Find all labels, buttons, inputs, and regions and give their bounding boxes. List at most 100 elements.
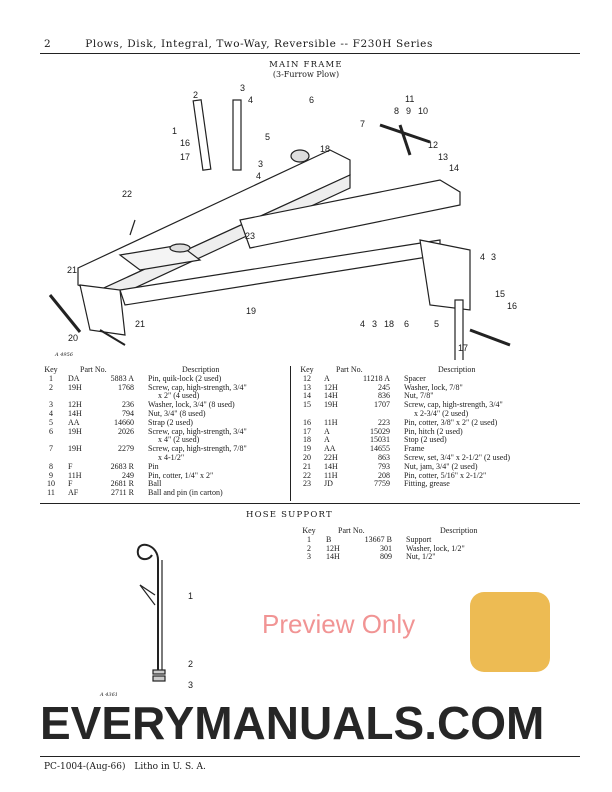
part-number: 794: [122, 408, 134, 418]
callout-13: 13: [438, 152, 449, 162]
main-frame-subtitle: (3-Furrow Plow): [272, 70, 340, 79]
part-description: Frame: [404, 444, 425, 454]
part-number: 2026: [118, 426, 134, 436]
callout-21: 21: [67, 265, 78, 275]
part-number: 2681 R: [110, 479, 134, 489]
spacer: [350, 410, 404, 419]
part-number: 2711 R: [110, 488, 134, 498]
callout-21b: 21: [135, 319, 146, 329]
part-description-cont: x 4-1/2": [158, 452, 185, 462]
callout-7: 7: [360, 119, 366, 129]
part-description: Screw, set, 3/4" x 2-1/2" (2 used): [404, 452, 510, 462]
hose-support-title: HOSE SUPPORT: [246, 510, 333, 520]
col-description: Description: [438, 365, 476, 374]
part-description: Screw, cap, high-strength, 7/8": [148, 444, 247, 454]
part-key: 4: [49, 408, 53, 418]
part-description-cont: x 4" (2 used): [158, 435, 200, 445]
part-prefix: 14H: [68, 408, 82, 418]
part-description: Stop (2 used): [404, 435, 447, 445]
callout-5b: 5: [434, 319, 440, 329]
callout-18: 18: [320, 144, 331, 154]
callout-5: 5: [265, 132, 271, 142]
part-description: Nut, 1/2": [406, 552, 436, 562]
callout-4c: 4: [360, 319, 366, 329]
part-prefix: 11H: [324, 417, 338, 427]
part-prefix: A: [324, 435, 330, 445]
part-description: Pin, cotter, 3/8" x 2" (2 used): [404, 417, 498, 427]
callout-17b: 17: [458, 343, 469, 353]
part-key: 3: [49, 400, 53, 410]
part-prefix: 11H: [324, 470, 338, 480]
part-key: 2: [49, 382, 53, 392]
callout-3: 3: [240, 83, 246, 93]
frame-drawing: [48, 99, 511, 360]
part-number: 836: [378, 391, 390, 401]
hose-callout-3: 3: [188, 680, 194, 690]
part-key: 13: [303, 382, 311, 392]
callout-1: 1: [172, 126, 178, 136]
callout-4b: 4: [256, 171, 262, 181]
part-prefix: 22H: [324, 452, 338, 462]
part-number: 11218 A: [362, 373, 390, 383]
callout-4: 4: [248, 95, 254, 105]
part-description: Ball and pin (in carton): [148, 488, 223, 498]
part-prefix: A: [324, 373, 330, 383]
part-description: Nut, jam, 3/4" (2 used): [404, 461, 478, 471]
col-part-no: Part No.: [80, 365, 107, 374]
part-number: 13667 B: [364, 534, 392, 544]
part-prefix: 12H: [324, 382, 338, 392]
main-frame-diagram: [48, 99, 511, 360]
table-row: x 4-1/2": [40, 452, 247, 463]
part-key: 2: [307, 543, 311, 553]
part-key: 21: [303, 461, 311, 471]
callout-3c: 3: [372, 319, 378, 329]
part-number: 15031: [370, 435, 390, 445]
part-key: 23: [303, 479, 311, 489]
part-prefix: AF: [68, 488, 79, 498]
part-description-cont: x 2" (4 used): [158, 391, 200, 401]
part-key: 3: [307, 552, 311, 562]
callout-17: 17: [180, 152, 191, 162]
part-key: 18: [303, 435, 311, 445]
callout-22: 22: [122, 189, 133, 199]
hose-figure-id: A 4361: [100, 692, 118, 698]
callout-4d: 4: [480, 252, 486, 262]
part-prefix: DA: [68, 373, 80, 383]
callout-16: 16: [180, 138, 191, 148]
part-key: 17: [303, 426, 311, 436]
part-number: 15029: [370, 426, 390, 436]
part-number: 1707: [374, 400, 390, 410]
part-prefix: 19H: [324, 400, 338, 410]
part-number: 1768: [118, 382, 134, 392]
column-divider: [290, 366, 291, 501]
part-key: 9: [49, 470, 53, 480]
watermark-logo: [470, 592, 550, 672]
part-prefix: 19H: [68, 382, 82, 392]
part-key: 1: [307, 534, 311, 544]
page-number: 2: [44, 38, 52, 50]
part-prefix: AA: [68, 417, 80, 427]
part-description: Pin, cotter, 1/4" x 2": [148, 470, 214, 480]
table-header: Key Part No. Description: [40, 365, 247, 375]
table-row: x 2-3/4" (2 used): [296, 409, 510, 419]
part-prefix: 14H: [326, 552, 340, 562]
part-key: 14: [303, 391, 311, 401]
col-description: Description: [440, 526, 478, 535]
part-prefix: 14H: [324, 391, 338, 401]
table-row: x 2" (4 used): [40, 392, 247, 401]
